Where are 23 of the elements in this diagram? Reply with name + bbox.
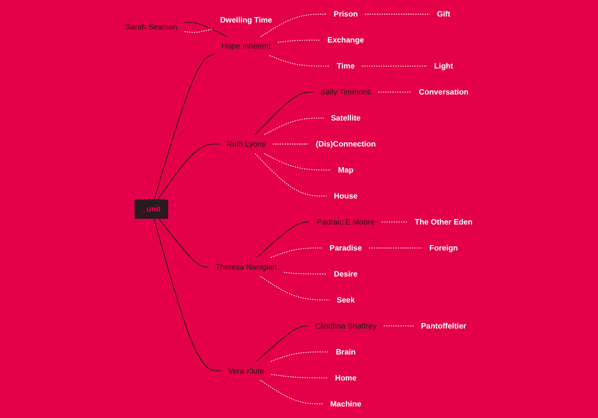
connector xyxy=(277,40,321,43)
connector xyxy=(256,326,308,362)
connector xyxy=(269,55,330,67)
connector xyxy=(158,144,220,200)
connector xyxy=(260,14,327,38)
connector xyxy=(364,14,430,15)
connector xyxy=(158,218,209,268)
connector xyxy=(184,28,214,33)
connector xyxy=(270,351,330,362)
connector xyxy=(260,380,324,404)
connector xyxy=(260,276,330,300)
connector xyxy=(362,66,428,67)
connector xyxy=(270,374,328,378)
connector xyxy=(284,272,328,274)
connector xyxy=(154,218,222,372)
connector xyxy=(256,222,310,258)
connector xyxy=(264,153,332,170)
connector xyxy=(264,118,324,136)
connector xyxy=(254,153,328,196)
connector xyxy=(254,92,314,136)
connector xyxy=(154,54,215,200)
connector xyxy=(270,248,323,258)
connector xyxy=(184,22,228,38)
